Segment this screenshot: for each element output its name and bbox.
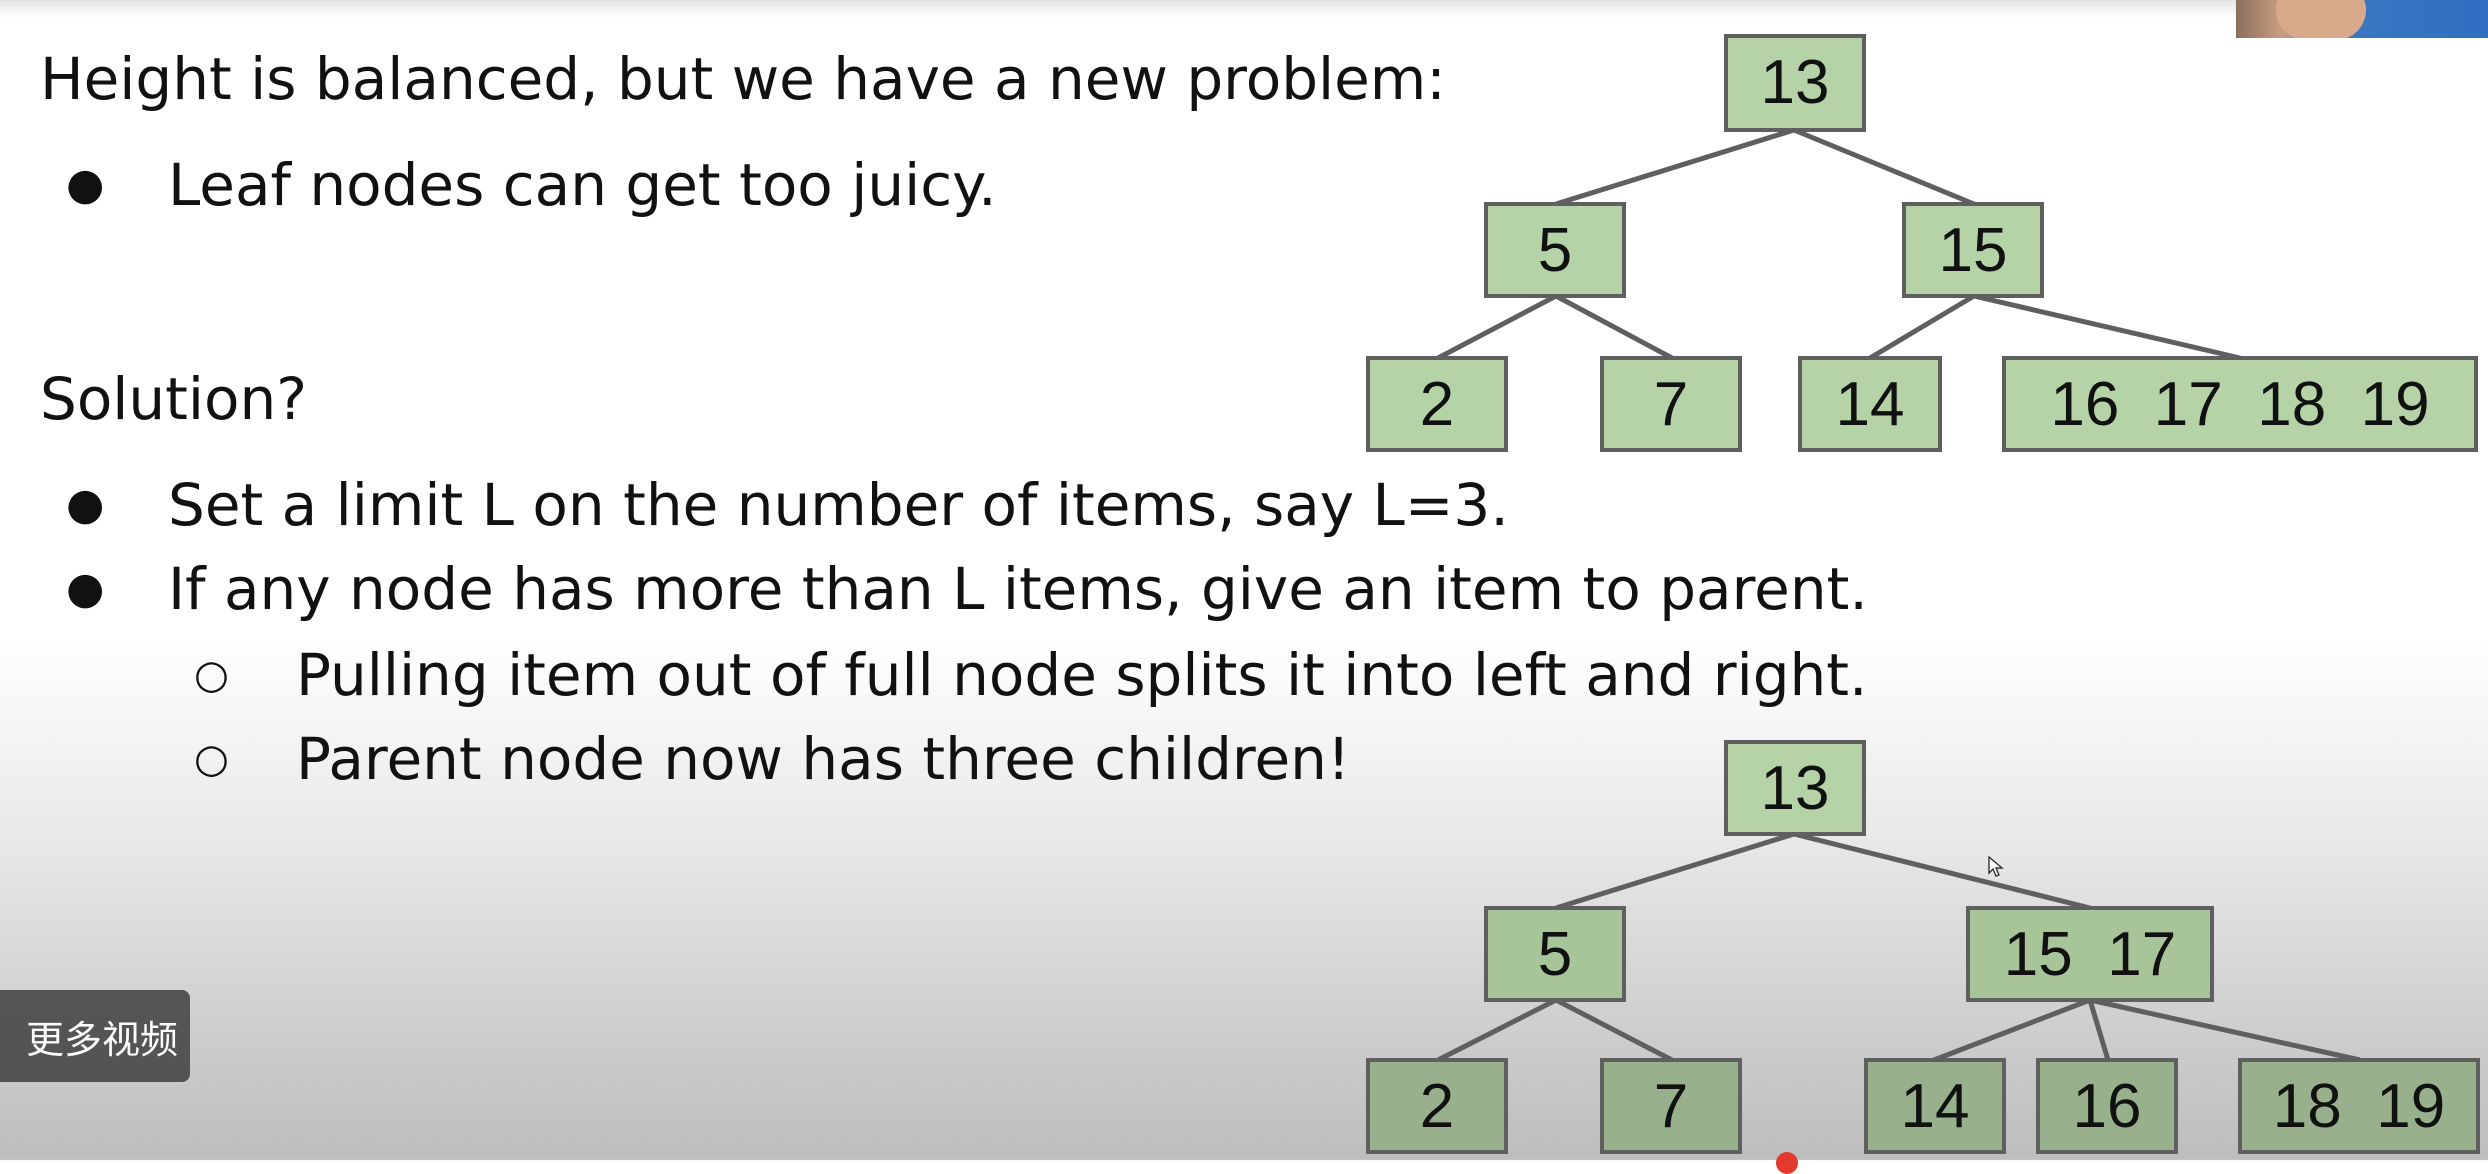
tree-node-root: 13: [1724, 34, 1866, 132]
tree-leaf: 2: [1366, 1058, 1508, 1154]
node-label: 15 17: [2004, 920, 2176, 989]
tree-leaf: 7: [1600, 356, 1742, 452]
node-label: 5: [1538, 216, 1572, 285]
tree-leaf: 14: [1798, 356, 1942, 452]
node-label: 13: [1761, 754, 1830, 823]
node-label: 13: [1761, 48, 1830, 117]
bullet-text: Pulling item out of full node splits it …: [296, 641, 1868, 709]
heading-problem: Height is balanced, but we have a new pr…: [40, 45, 1446, 113]
heading-solution: Solution?: [40, 365, 308, 433]
slide-text-area: Height is balanced, but we have a new pr…: [40, 45, 1868, 793]
node-label: 2: [1420, 1072, 1454, 1141]
tree-node-right: 15 17: [1966, 906, 2214, 1002]
tree-node-left: 5: [1484, 906, 1626, 1002]
presenter-face: [2276, 0, 2366, 38]
tree-node-left: 5: [1484, 202, 1626, 298]
node-label: 15: [1939, 216, 2008, 285]
node-label: 7: [1654, 370, 1688, 439]
bullet-text: Set a limit L on the number of items, sa…: [168, 471, 1509, 539]
tree-leaf: 14: [1864, 1058, 2006, 1154]
node-label: 14: [1901, 1072, 1970, 1141]
edge: [1973, 293, 2241, 361]
tree-before-edges: [1436, 127, 2241, 361]
bullet-dot-icon: ●: [66, 159, 105, 210]
node-label: 14: [1836, 370, 1905, 439]
edge: [2089, 997, 2361, 1063]
node-label: 18 19: [2273, 1072, 2445, 1141]
tree-after: 13 5 15 17 2 7 14 16 18 19: [1366, 740, 2480, 1154]
node-label: 2: [1420, 370, 1454, 439]
edge: [1793, 831, 2091, 911]
edge: [1868, 293, 1976, 361]
edge: [1793, 127, 1975, 207]
edge: [1436, 293, 1558, 361]
bullet-text: If any node has more than L items, give …: [168, 555, 1868, 623]
progress-dot-icon: [1776, 1152, 1798, 1174]
edge: [1554, 997, 1674, 1063]
bullet-text: Leaf nodes can get too juicy.: [168, 151, 997, 219]
more-videos-button[interactable]: 更多视频: [0, 990, 190, 1082]
top-shade: [0, 0, 2488, 18]
tree-leaf-overfull: 16 17 18 19: [2002, 356, 2478, 452]
tree-node-right: 15: [1902, 202, 2044, 298]
tree-leaf: 2: [1366, 356, 1508, 452]
mouse-cursor-icon: [1988, 856, 2004, 877]
bullet-dot-icon: ●: [66, 479, 105, 530]
node-label: 16: [2073, 1072, 2142, 1141]
node-label: 5: [1538, 920, 1572, 989]
tree-before: 13 5 15 2 7 14 16 17 18 19: [1366, 34, 2478, 452]
edge: [1555, 831, 1795, 911]
edge: [2087, 999, 2111, 1061]
edge: [1933, 997, 2091, 1063]
edge: [1436, 997, 1558, 1063]
tree-after-edges: [1436, 831, 2361, 1063]
bullet-dot-icon: ●: [66, 563, 105, 614]
bullet-circle-icon: ○: [194, 652, 229, 698]
webcam-thumbnail: [2236, 0, 2488, 38]
tree-leaf: 7: [1600, 1058, 1742, 1154]
tree-leaf: 18 19: [2238, 1058, 2480, 1154]
tree-leaf: 16: [2036, 1058, 2178, 1154]
bullet-circle-icon: ○: [194, 736, 229, 782]
edge: [1554, 293, 1674, 361]
edge: [1555, 127, 1795, 207]
tree-node-root: 13: [1724, 740, 1866, 836]
bullet-text: Parent node now has three children!: [296, 725, 1351, 793]
node-label: 7: [1654, 1072, 1688, 1141]
more-videos-label: 更多视频: [25, 1017, 178, 1062]
node-label: 16 17 18 19: [2050, 370, 2429, 439]
